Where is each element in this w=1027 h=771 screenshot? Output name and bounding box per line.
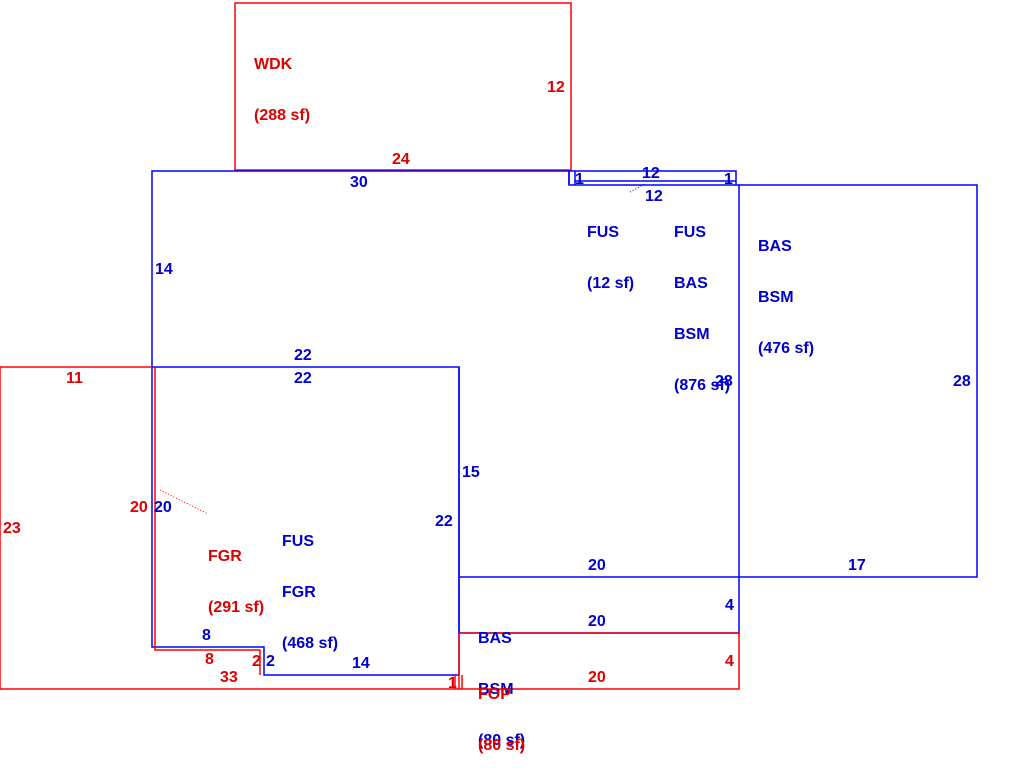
dim-v-15: 15 xyxy=(462,464,480,481)
dim-red-8: 8 xyxy=(205,651,214,668)
dim-red-23: 23 xyxy=(3,520,21,537)
dim-blue-20: 20 xyxy=(154,499,172,516)
dim-mid-22a: 22 xyxy=(294,347,312,364)
dim-main-28: 28 xyxy=(715,373,733,390)
wdk-label: WDK (288 sf) xyxy=(254,22,310,141)
main-area: (876 sf) xyxy=(674,377,731,394)
fus-small-area: (12 sf) xyxy=(587,275,635,292)
floor-plan-sketch xyxy=(0,2,978,690)
wdk-outline xyxy=(234,2,572,171)
fgr-red-label: FGR (291 sf) xyxy=(208,514,264,633)
fgr-red-inner xyxy=(154,367,261,675)
dim-blue-2: 2 xyxy=(266,653,275,670)
east-area-outline xyxy=(739,184,978,578)
fus-small-code: FUS xyxy=(587,224,619,241)
dim-red-11: 11 xyxy=(66,370,83,387)
dim-v-4a: 4 xyxy=(725,597,734,614)
dim-red-33: 33 xyxy=(220,669,238,686)
main-line-1: FUS xyxy=(674,224,706,241)
dim-top-30: 30 xyxy=(350,174,368,191)
dim-top-12: 12 xyxy=(642,165,660,182)
fus-small-label: FUS (12 sf) xyxy=(587,190,634,309)
main-line-3: BSM xyxy=(674,326,710,343)
fus-bump-outline xyxy=(568,170,737,185)
fgr-red-outline xyxy=(0,366,459,690)
dim-inner-12: 12 xyxy=(645,188,663,205)
fgr-blue-label: FUS FGR (468 sf) xyxy=(282,499,338,669)
dim-red-20: 20 xyxy=(130,499,148,516)
fgr-red-code: FGR xyxy=(208,548,242,565)
dim-v-4b: 4 xyxy=(725,653,734,670)
east-line-1: BAS xyxy=(758,238,792,255)
dim-wdk-bottom: 24 xyxy=(392,151,410,168)
dim-top-1b: 1 xyxy=(724,171,733,188)
main-area-label: FUS BAS BSM (876 sf) xyxy=(674,190,730,411)
fop-area: (80 sf) xyxy=(478,737,526,754)
main-line-2: BAS xyxy=(674,275,708,292)
fgr-blue-line-2: FGR xyxy=(282,584,316,601)
wdk-area: (288 sf) xyxy=(254,107,311,124)
dim-h-17: 17 xyxy=(848,557,866,574)
east-area: (476 sf) xyxy=(758,340,815,357)
dim-left-14: 14 xyxy=(155,261,173,278)
fgr-red-area: (291 sf) xyxy=(208,599,265,616)
bas-small-line-2: BSM xyxy=(478,681,514,698)
dim-h-14: 14 xyxy=(352,655,370,672)
fop-code: FOP xyxy=(478,686,511,703)
fop-outline xyxy=(458,632,740,690)
dim-blue-8: 8 xyxy=(202,627,211,644)
dim-h-20b: 20 xyxy=(588,613,606,630)
bas-small-line-1: BAS xyxy=(478,630,512,647)
fgr-blue-area: (468 sf) xyxy=(282,635,339,652)
dim-v-22: 22 xyxy=(435,513,453,530)
east-line-2: BSM xyxy=(758,289,794,306)
dim-wdk-right: 12 xyxy=(547,79,565,96)
fgr-blue-line-1: FUS xyxy=(282,533,314,550)
dim-h-20a: 20 xyxy=(588,557,606,574)
dim-top-1a: 1 xyxy=(575,171,584,188)
dim-mid-22b: 22 xyxy=(294,370,312,387)
dim-red-2: 2 xyxy=(252,653,261,670)
wdk-code: WDK xyxy=(254,56,293,73)
dim-h-20c: 20 xyxy=(588,669,606,686)
dim-east-28: 28 xyxy=(953,373,971,390)
fop-label: FOP (80 sf) xyxy=(478,652,525,771)
east-area-label: BAS BSM (476 sf) xyxy=(758,204,814,374)
dim-red-1: 1 xyxy=(448,675,457,692)
